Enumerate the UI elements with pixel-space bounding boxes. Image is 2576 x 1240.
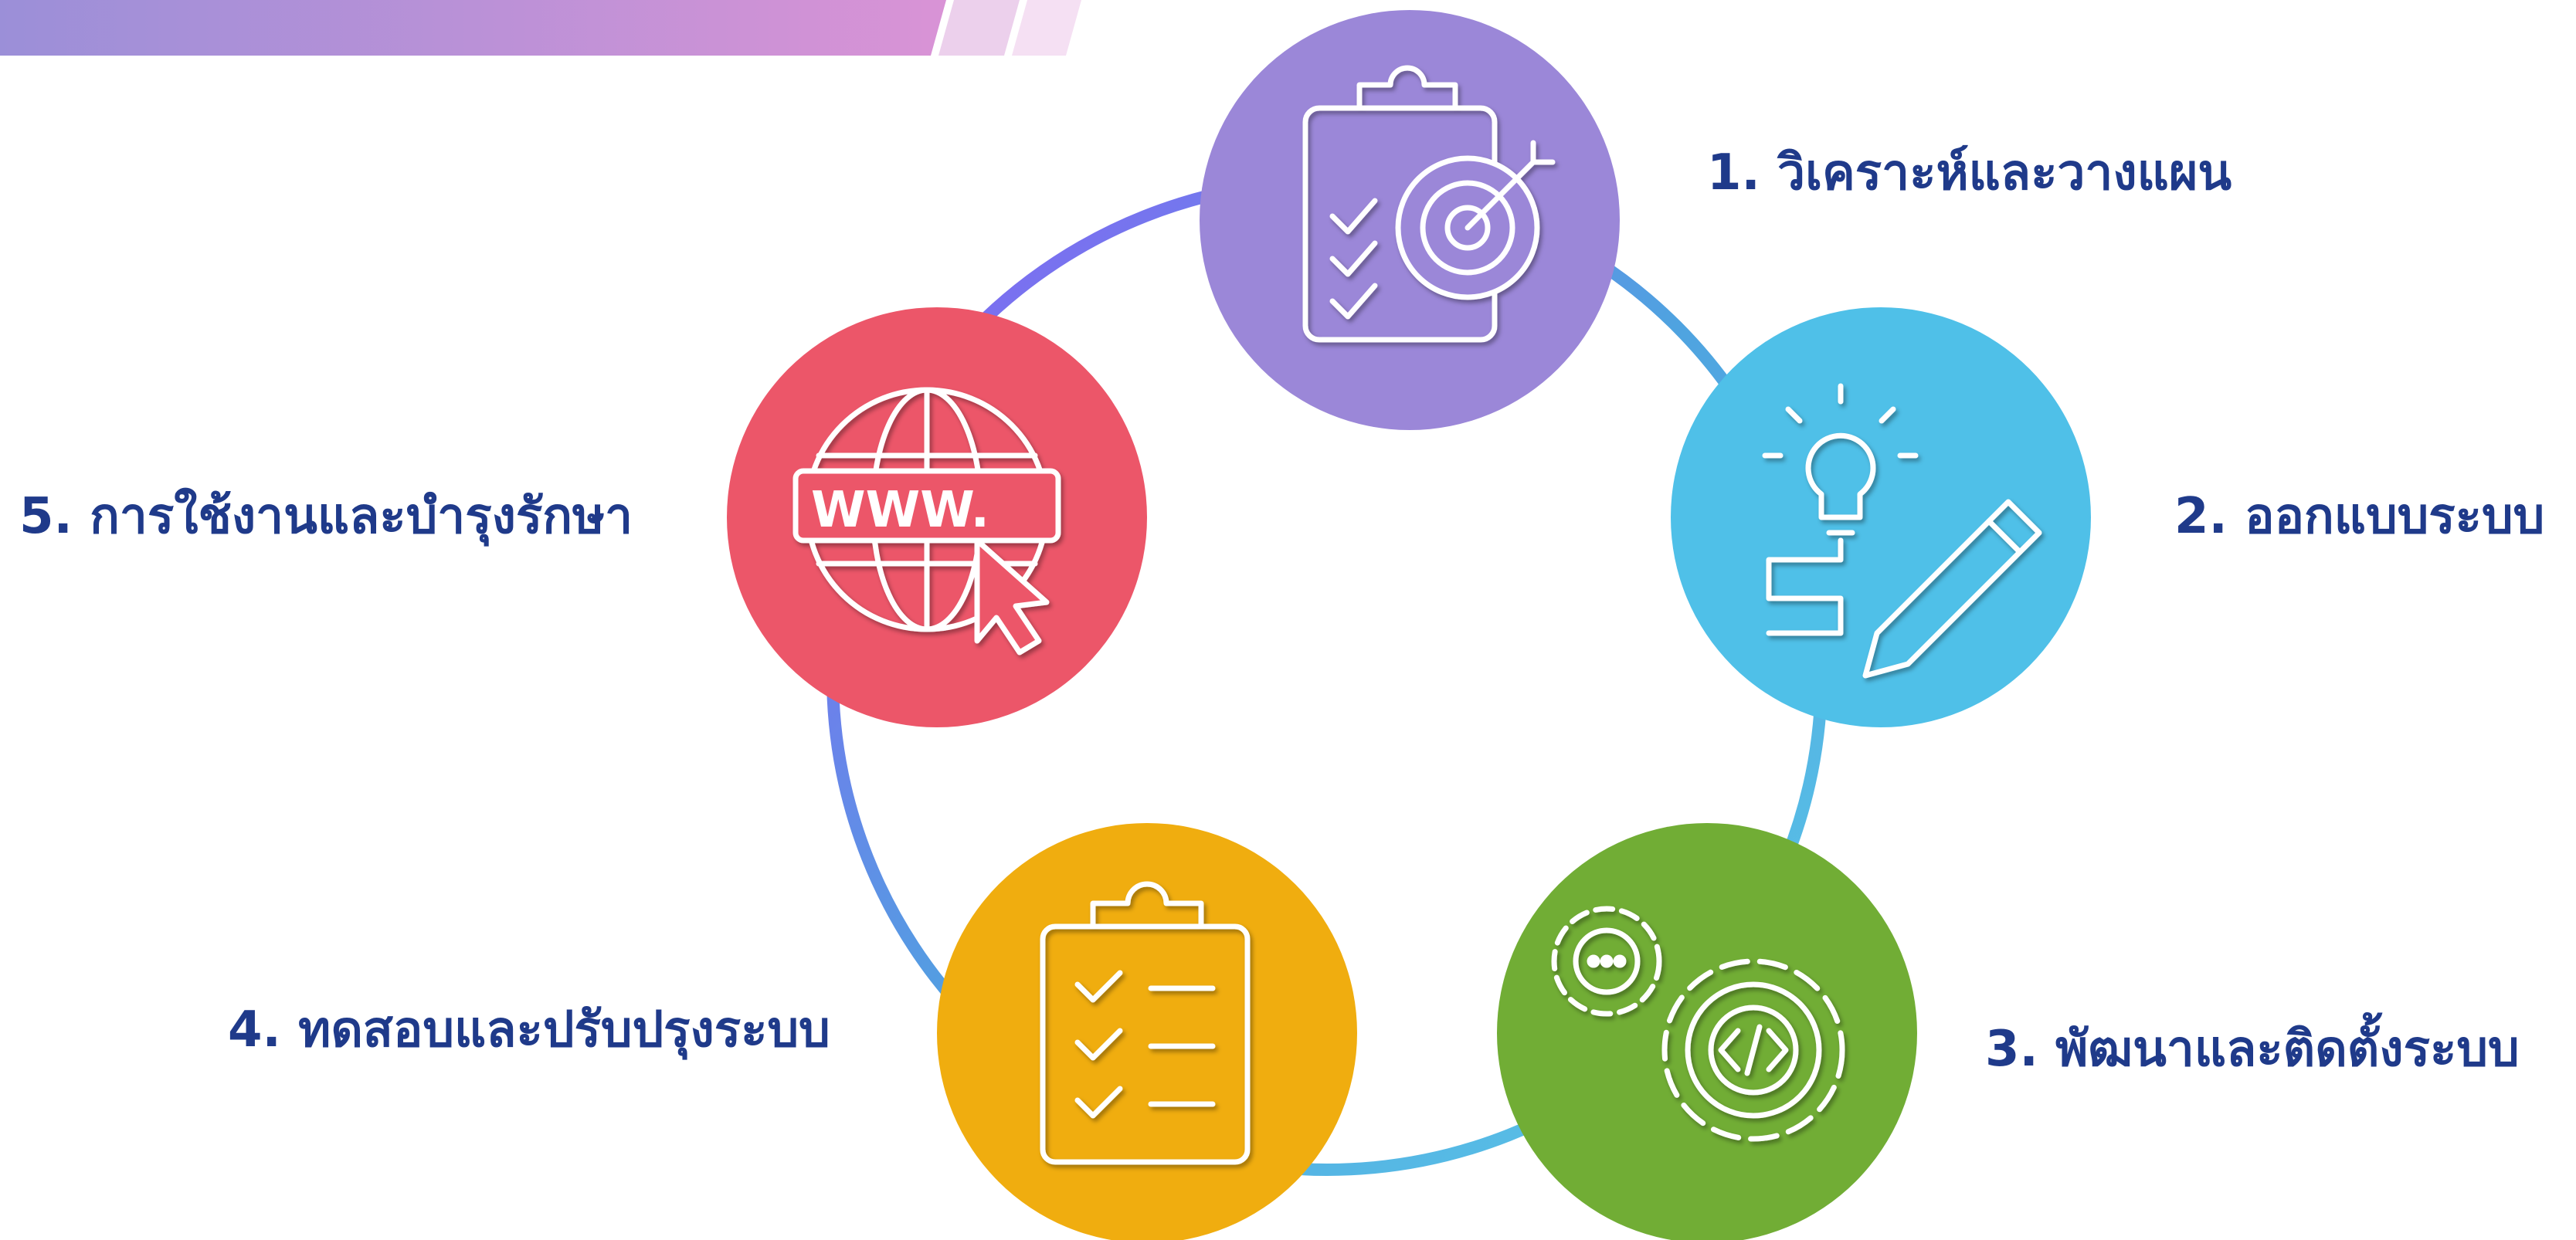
step-2-label: 2. ออกแบบระบบ: [2174, 488, 2544, 545]
checklist-clipboard-icon: [1040, 881, 1251, 1165]
step-3-node: [1497, 823, 1917, 1240]
gears-code-icon: [1551, 906, 1845, 1142]
step-3-circle: [1497, 823, 1917, 1240]
step-2-node: [1671, 307, 2091, 727]
step-1-node: [1200, 10, 1620, 430]
lightbulb-pencil-icon: [1762, 383, 2042, 679]
step-4-label: 4. ทดสอบและปรับปรุงระบบ: [228, 1001, 830, 1060]
step-4-node: [937, 823, 1357, 1240]
step-5-label: 5. การใช้งานและบำรุงรักษา: [19, 487, 633, 547]
step-2-circle: [1671, 307, 2091, 727]
top-banner: [0, 0, 1081, 56]
globe-www-cursor-icon: WWW.: [792, 387, 1061, 656]
step-1-label: 1. วิเคราะห์และวางแผน: [1707, 144, 2232, 202]
step-3-label: 3. พัฒนาและติดตั้งระบบ: [1985, 1012, 2520, 1078]
clipboard-target-icon: [1302, 65, 1556, 343]
globe-www-text: WWW.: [811, 482, 989, 539]
step-5-node: WWW.: [727, 307, 1147, 727]
